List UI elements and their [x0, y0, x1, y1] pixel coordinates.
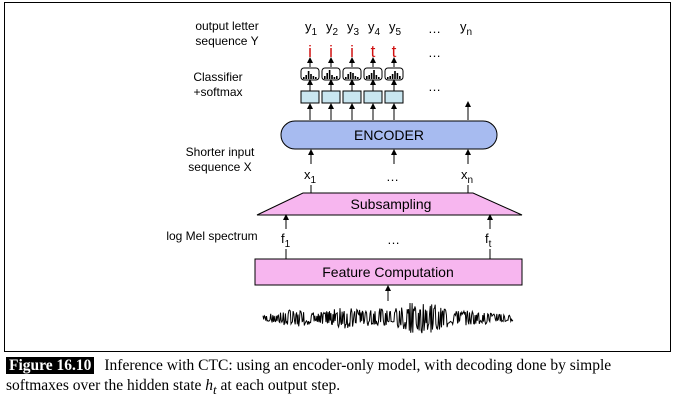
encoder-output-arrows [307, 57, 397, 120]
classifier-box-5 [384, 90, 404, 104]
x-last-label: xn [461, 167, 473, 186]
softmax-histogram-3 [342, 67, 362, 81]
softmax-bar [352, 73, 354, 79]
softmax-bar [387, 77, 389, 79]
svg-text:y5: y5 [389, 19, 402, 38]
classifier-box-3 [342, 90, 362, 104]
softmax-bar [324, 76, 326, 79]
softmax-bar [333, 77, 336, 79]
output-label-line2: sequence Y [195, 34, 258, 48]
softmax-bar [315, 77, 317, 79]
subsampling-label: Subsampling [351, 196, 432, 212]
f-first-label: f1 [281, 231, 291, 250]
feature-computation-label: Feature Computation [322, 264, 454, 280]
softmax-bar [349, 72, 352, 79]
softmax-bar [326, 73, 328, 79]
audio-waveform [262, 302, 514, 334]
classifier-box-2 [321, 90, 341, 104]
ctc-diagram: output letter sequence Y Classifier +sof… [166, 19, 523, 334]
classifier-label-line1: Classifier [193, 70, 242, 84]
figure-number: Figure 16.10 [6, 357, 95, 374]
softmax-bar [347, 74, 349, 79]
feature-computation-block [254, 258, 523, 286]
output-label-line1: output letter [195, 19, 258, 33]
f-ellipsis: … [387, 232, 400, 247]
y-symbol-4: y4 [368, 19, 381, 38]
encoder-label: ENCODER [354, 127, 424, 143]
y-symbol-5: y5 [389, 19, 402, 38]
output-letter-1: i [308, 42, 312, 61]
softmax-bar [391, 74, 394, 79]
y-symbol-n: yn [460, 19, 472, 38]
softmax-bar [373, 70, 375, 79]
softmax-bar [312, 76, 315, 79]
softmax-bar [389, 76, 391, 79]
caption-math-subscript: t [213, 382, 217, 398]
softmax-bar [378, 77, 380, 79]
svg-text:yn: yn [460, 19, 472, 38]
softmax-distributions [300, 67, 404, 81]
f-last-label: ft [485, 231, 492, 250]
softmax-bar [375, 75, 378, 79]
y-symbol-2: y2 [326, 19, 339, 38]
softmax-histogram-5 [384, 67, 404, 81]
classifier-box-4 [363, 90, 383, 104]
softmax-bar [328, 70, 331, 79]
y-symbol-1: y1 [305, 19, 318, 38]
y-symbol-3: y3 [347, 19, 360, 38]
softmax-bar [368, 75, 370, 79]
softmax-bar [357, 77, 359, 79]
softmax-histogram-1 [300, 67, 320, 81]
softmax-bar [354, 76, 357, 79]
x-first-label: x1 [304, 167, 317, 186]
softmax-bar [303, 77, 305, 79]
encoder-block [280, 120, 498, 150]
subsampling-block [256, 192, 523, 216]
x-ellipsis: … [386, 169, 399, 184]
classifier-ellipsis: … [428, 79, 441, 94]
svg-text:y4: y4 [368, 19, 381, 38]
caption-text-end: at each output step. [216, 377, 341, 394]
softmax-bar [345, 77, 347, 79]
svg-text:y1: y1 [305, 19, 318, 38]
softmax-bar [336, 76, 338, 79]
caption-text: Inference with CTC: using an encoder-onl… [6, 357, 612, 394]
y-ellipsis: … [428, 21, 441, 36]
caption-math: h [205, 377, 214, 394]
svg-text:y3: y3 [347, 19, 360, 38]
shorter-label-line1: Shorter input [186, 145, 255, 159]
output-letter-5: t [392, 42, 397, 61]
softmax-bar [399, 76, 401, 79]
softmax-bar [305, 75, 307, 79]
classifier-boxes [300, 90, 404, 104]
logmel-label: log Mel spectrum [166, 229, 257, 243]
classifier-box-1 [300, 90, 320, 104]
softmax-bar [370, 73, 373, 79]
softmax-bar [310, 74, 312, 79]
shorter-label-line2: sequence X [188, 160, 251, 174]
softmax-histogram-4 [363, 67, 383, 81]
letters-ellipsis: … [428, 45, 441, 60]
softmax-bar [394, 71, 396, 79]
softmax-bar [307, 71, 310, 79]
output-letter-3: i [350, 42, 354, 61]
output-letter-4: t [371, 42, 376, 61]
figure-frame: output letter sequence Y Classifier +sof… [4, 2, 671, 352]
softmax-histogram-2 [321, 67, 341, 81]
softmax-bar [396, 73, 399, 79]
softmax-bar [366, 76, 368, 79]
svg-text:y2: y2 [326, 19, 339, 38]
classifier-label-line2: +softmax [193, 85, 242, 99]
output-letter-2: i [329, 42, 333, 61]
softmax-bar [331, 75, 333, 79]
